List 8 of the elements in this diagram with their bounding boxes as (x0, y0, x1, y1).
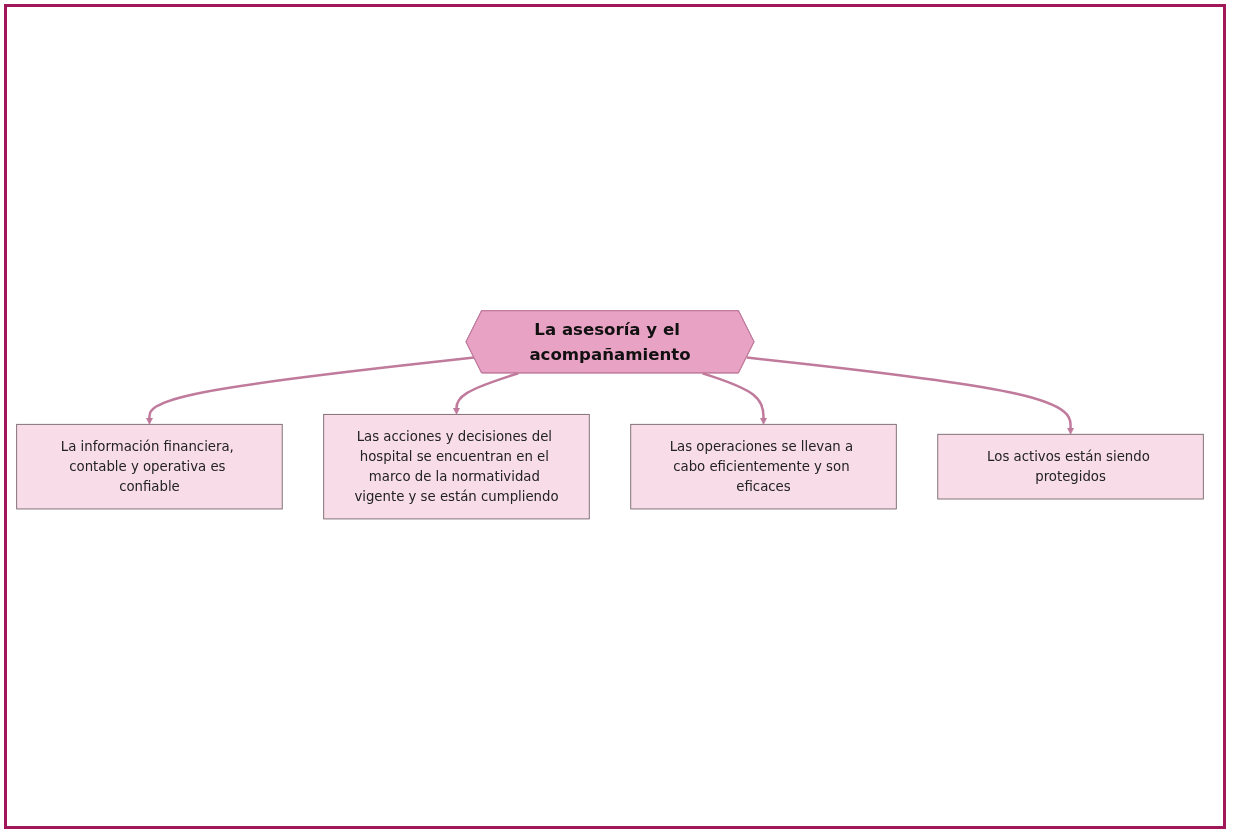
node-box: Los activos están siendo protegidos (937, 434, 1204, 500)
node-box: La información financiera, contable y operativa es confiable (16, 424, 283, 510)
arrow (702, 372, 768, 425)
arrow (452, 372, 519, 415)
node-box: Las operaciones se llevan a cabo eficientemente y son eficaces (630, 424, 897, 510)
node-box: Las acciones y decisiones del hospital se encuentran en el marco de la normatividad vigente y se están cumpliendo (323, 414, 590, 520)
arrow (746, 356, 1075, 435)
arrow (145, 356, 475, 425)
